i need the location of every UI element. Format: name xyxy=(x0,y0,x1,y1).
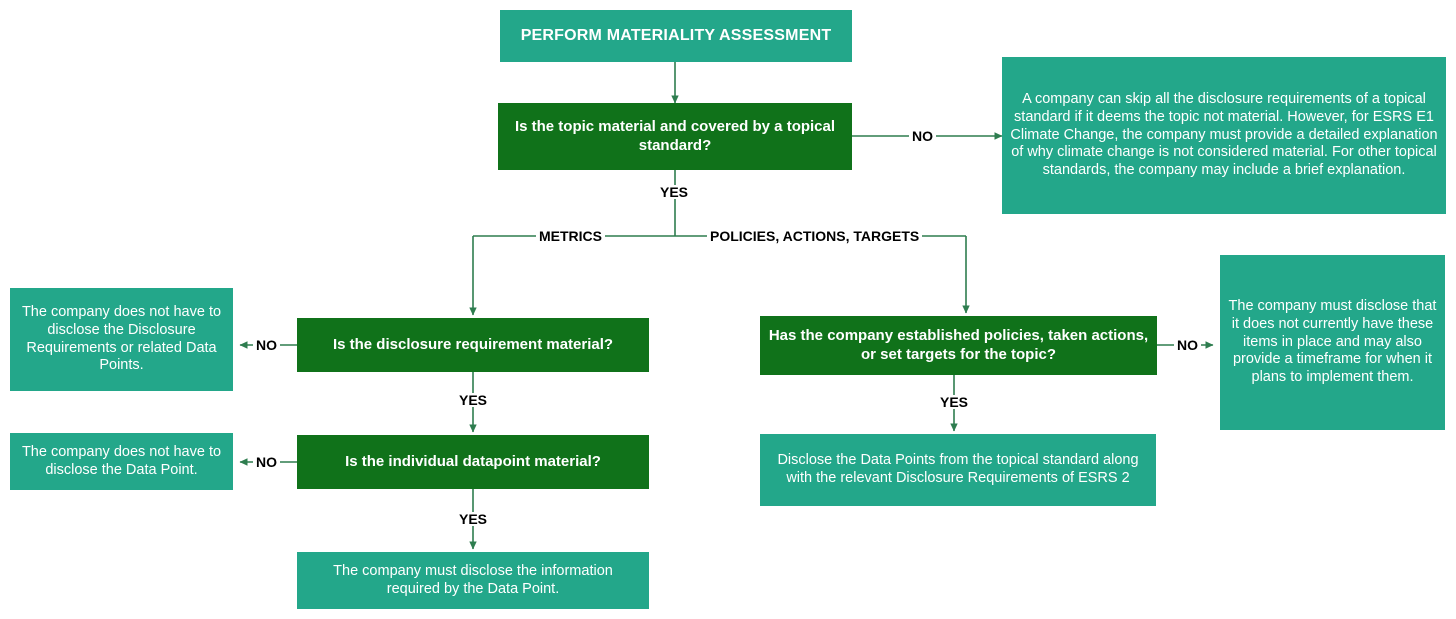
edge-label-topic-yes: YES xyxy=(657,185,692,199)
edge-label-dp-yes: YES xyxy=(456,512,491,526)
node-note-no-data-point[interactable]: The company does not have to disclose th… xyxy=(10,433,233,490)
node-decision-disclosure-requirement[interactable]: Is the disclosure requirement material? xyxy=(297,318,649,372)
edge-label-dr-no: NO xyxy=(253,338,280,352)
node-decision-policies[interactable]: Has the company established policies, ta… xyxy=(760,316,1157,375)
node-decision-datapoint[interactable]: Is the individual datapoint material? xyxy=(297,435,649,489)
edge-label-policies-no: NO xyxy=(1174,338,1201,352)
edge-label-branch-metrics: METRICS xyxy=(536,229,605,243)
node-outcome-disclose-datapoint[interactable]: The company must disclose the informatio… xyxy=(297,552,649,609)
node-outcome-disclose-points-esrs2[interactable]: Disclose the Data Points from the topica… xyxy=(760,434,1156,506)
node-decision-topic[interactable]: Is the topic material and covered by a t… xyxy=(498,103,852,170)
edge-label-branch-policies: POLICIES, ACTIONS, TARGETS xyxy=(707,229,923,243)
node-start[interactable]: PERFORM MATERIALITY ASSESSMENT xyxy=(500,10,852,62)
node-note-no-items-in-place[interactable]: The company must disclose that it does n… xyxy=(1220,255,1445,430)
edge-label-topic-no: NO xyxy=(909,129,936,143)
node-note-no-disclosure-requirements[interactable]: The company does not have to disclose th… xyxy=(10,288,233,391)
edge-label-dr-yes: YES xyxy=(456,393,491,407)
edge-label-dp-no: NO xyxy=(253,455,280,469)
edge-label-policies-yes: YES xyxy=(937,395,972,409)
node-note-skip-topical[interactable]: A company can skip all the disclosure re… xyxy=(1002,57,1446,214)
